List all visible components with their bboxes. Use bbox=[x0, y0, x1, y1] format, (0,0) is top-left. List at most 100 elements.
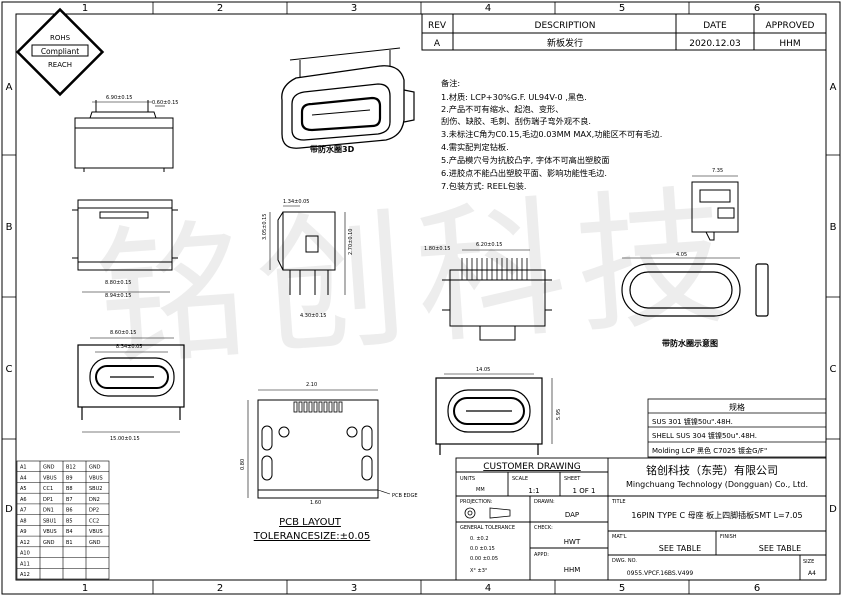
pcb-edge-label: PCB EDGE bbox=[392, 493, 418, 499]
pin-table-cell: A1 bbox=[20, 465, 27, 471]
rev-header: REV bbox=[428, 21, 447, 31]
pin-top-view bbox=[442, 249, 552, 341]
row-label-d-right: D bbox=[829, 504, 837, 515]
pin-table-cell: A5 bbox=[20, 486, 27, 492]
appd-label: APPD: bbox=[534, 552, 549, 558]
dim-d3: 1.34±0.05 bbox=[283, 199, 309, 205]
dim-d13: 14.05 bbox=[476, 367, 490, 373]
finish-label: FINISH bbox=[720, 534, 737, 540]
note-1: 1.材质: LCP+30%G.F. UL94V-0 ,黑色. bbox=[441, 92, 587, 102]
dim-d5: 8.80±0.15 bbox=[105, 280, 131, 286]
dim-d9: 8.60±0.15 bbox=[110, 330, 136, 336]
pin-table-cell: VBUS bbox=[43, 529, 57, 535]
pin-table-cell: A12 bbox=[20, 572, 30, 578]
col-label-5-bottom: 5 bbox=[619, 583, 625, 594]
pin-table-cell: A10 bbox=[20, 551, 30, 557]
note-2b: 刮伤、缺胶、毛刺、刮伤端子弯外观不良. bbox=[441, 116, 591, 126]
dim-d6: 8.94±0.15 bbox=[105, 293, 131, 299]
ring-side-view bbox=[691, 175, 739, 241]
pin-table-cell: SBU2 bbox=[89, 486, 102, 492]
desc-header: DESCRIPTION bbox=[535, 21, 596, 31]
title-block bbox=[455, 457, 827, 581]
pcb-layout-label: PCB LAYOUT bbox=[279, 517, 342, 528]
title-label: TITLE bbox=[611, 499, 626, 505]
tolerance-4: X° ±3° bbox=[470, 568, 488, 574]
pin-table-cell: A4 bbox=[20, 475, 27, 481]
rev-value: A bbox=[434, 39, 441, 49]
tolerance-1: 0. ±0.2 bbox=[470, 536, 489, 542]
spec-row-3: Molding LCP 黑色 C7025 镀金G/F" bbox=[652, 446, 767, 455]
pin-table-cell: CC1 bbox=[43, 486, 53, 492]
company-cn: 铭创科技（东莞）有限公司 bbox=[646, 463, 778, 477]
dim-d15: 5.95 bbox=[556, 409, 562, 420]
pin-table-cell: A8 bbox=[20, 518, 27, 524]
appd-value: HHM bbox=[564, 566, 581, 574]
front-view-bottom bbox=[435, 373, 553, 455]
check-value: HWT bbox=[564, 538, 581, 546]
dim-d12: 7.35 bbox=[712, 168, 723, 174]
row-label-a-right: A bbox=[830, 82, 837, 93]
projection-symbol bbox=[464, 507, 511, 519]
note-5: 5.产品模穴号为抗胶凸字, 字体不可高出塑胶面 bbox=[441, 155, 610, 165]
matl-label: MAT'L bbox=[612, 534, 627, 540]
approved-header: APPROVED bbox=[766, 21, 815, 31]
pin-table-cell: VBUS bbox=[89, 529, 103, 535]
dim-d11: 4.30±0.15 bbox=[300, 313, 326, 319]
matl-value: SEE TABLE bbox=[659, 544, 701, 553]
sheet-label: SHEET bbox=[564, 476, 581, 482]
pin-table-cell: A6 bbox=[20, 497, 27, 503]
projection-label: PROJECTION: bbox=[460, 499, 493, 505]
dim-d16: 2.10 bbox=[306, 382, 317, 388]
units-label: UNITS bbox=[460, 476, 475, 482]
pin-table-cell: DN2 bbox=[89, 497, 100, 503]
pin-table-cell: DP2 bbox=[89, 508, 99, 514]
row-label-c-right: C bbox=[830, 364, 837, 375]
pin-table-cell: A11 bbox=[20, 561, 30, 567]
rohs-line2: Compliant bbox=[41, 47, 79, 56]
pin-table-cell: A12 bbox=[20, 540, 30, 546]
size-label: SIZE bbox=[803, 559, 814, 565]
col-label-3: 3 bbox=[351, 3, 357, 14]
rohs-logo: ROHS Compliant REACH bbox=[15, 7, 105, 97]
row-label-a: A bbox=[6, 82, 13, 93]
date-value: 2020.12.03 bbox=[689, 39, 741, 49]
dwg-label: DWG. NO. bbox=[612, 558, 637, 564]
pin-table-cell: B5 bbox=[66, 518, 73, 524]
pin-table-cell: GND bbox=[43, 540, 55, 546]
units-value: MM bbox=[476, 487, 485, 493]
dim-d1: 6.90±0.15 bbox=[106, 95, 132, 101]
general-tolerance-label: GENERAL TOLERANCE bbox=[460, 525, 515, 531]
col-label-1-bottom: 1 bbox=[82, 583, 88, 594]
spec-header: 规格 bbox=[729, 402, 745, 412]
pin-table-cell: A7 bbox=[20, 508, 27, 514]
col-label-3-bottom: 3 bbox=[351, 583, 357, 594]
front-view-top bbox=[74, 100, 174, 172]
tolerance-2: 0.0 ±0.15 bbox=[470, 546, 495, 552]
pcb-layout bbox=[247, 389, 391, 499]
dwg-value: 0955.VPCF.16BS.V499 bbox=[627, 570, 694, 577]
notes-heading: 备注: bbox=[441, 78, 460, 88]
pin-table-cell: GND bbox=[89, 540, 101, 546]
watermark: 铭创科技 bbox=[91, 170, 742, 388]
pin-table-cell: B1 bbox=[66, 540, 73, 546]
col-label-4-bottom: 4 bbox=[485, 583, 491, 594]
spec-row-1: SUS 301 镀镍50u".48H. bbox=[652, 417, 733, 426]
pin-table-cell: B9 bbox=[66, 475, 73, 481]
pin-table-cell: B4 bbox=[66, 529, 73, 535]
finish-value: SEE TABLE bbox=[759, 544, 801, 553]
notes-block: 备注: 1.材质: LCP+30%G.F. UL94V-0 ,黑色. 2.产品不… bbox=[441, 78, 662, 191]
col-label-4: 4 bbox=[485, 3, 491, 14]
dim-d17: 1.60 bbox=[310, 500, 321, 506]
revision-table: REV DESCRIPTION DATE APPROVED A 新板发行 202… bbox=[421, 13, 827, 51]
note-7: 7.包装方式: REEL包装. bbox=[441, 181, 527, 191]
pin-table-cell: B12 bbox=[66, 465, 76, 471]
dim-d14: 4.05 bbox=[676, 252, 687, 258]
pin-table-cell: GND bbox=[43, 465, 55, 471]
pin-table-cell: B7 bbox=[66, 497, 73, 503]
dim-d20: 1.80±0.15 bbox=[424, 246, 450, 252]
note-2: 2.产品不可有缩水、起泡、变形、 bbox=[441, 104, 563, 114]
dim-d4: 3.05±0.15 bbox=[262, 214, 268, 240]
scale-value: 1:1 bbox=[528, 487, 539, 495]
